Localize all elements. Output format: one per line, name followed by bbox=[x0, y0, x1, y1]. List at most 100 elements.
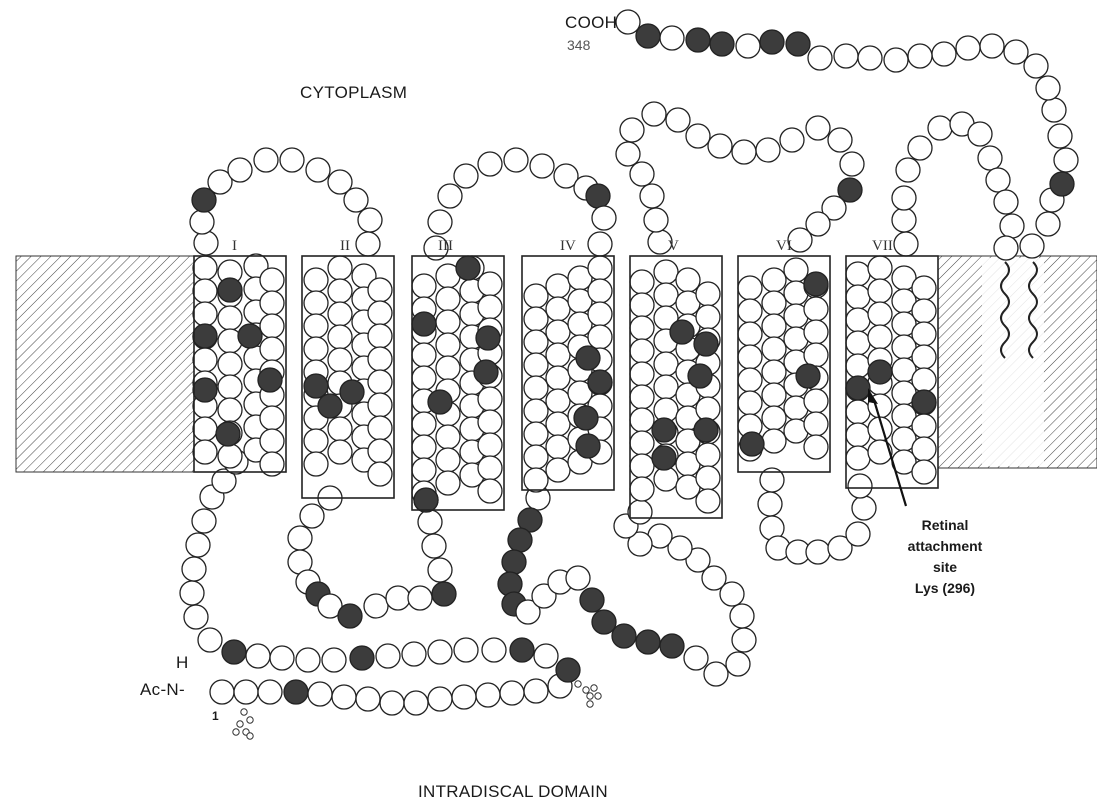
helix-3-marked-residue-0 bbox=[456, 256, 480, 280]
helix-4-residue-3-2 bbox=[588, 302, 612, 326]
helix-3-residue-1-2 bbox=[436, 310, 460, 334]
helix-label-4: IV bbox=[560, 238, 576, 254]
residue-loop9-23 bbox=[980, 34, 1004, 58]
helix-5-residue-0-7 bbox=[630, 431, 654, 455]
residue-loop6-19 bbox=[730, 604, 754, 628]
residue-loop9-24 bbox=[956, 36, 980, 60]
residue-loop3-1 bbox=[190, 210, 214, 234]
helix-5-residue-0-5 bbox=[630, 385, 654, 409]
helix-3-residue-0-0 bbox=[412, 274, 436, 298]
residue-loop3-4 bbox=[228, 158, 252, 182]
helix-7-residue-1-1 bbox=[868, 279, 892, 303]
helix-4-residue-0-7 bbox=[524, 445, 548, 469]
helix-5-residue-3-8 bbox=[696, 466, 720, 490]
residue-loop9-11 bbox=[1000, 214, 1024, 238]
residue-loop9-37 bbox=[636, 24, 660, 48]
helix-4-residue-1-4 bbox=[546, 366, 570, 390]
helix-3-residue-3-8 bbox=[478, 456, 502, 480]
helix-2-residue-1-1 bbox=[328, 279, 352, 303]
helix-7-residue-1-3 bbox=[868, 325, 892, 349]
residue-loop7-6 bbox=[642, 102, 666, 126]
helix-1-residue-1-6 bbox=[218, 398, 242, 422]
helix-7-residue-1-0 bbox=[868, 256, 892, 280]
helix-6-residue-1-2 bbox=[762, 314, 786, 338]
residue-loop5-9 bbox=[586, 184, 610, 208]
helix-2-residue-0-1 bbox=[304, 291, 328, 315]
residue-loop9-7 bbox=[968, 122, 992, 146]
helix-4-residue-0-1 bbox=[524, 307, 548, 331]
helix-1-residue-0-4 bbox=[193, 348, 217, 372]
helix-6-residue-1-4 bbox=[762, 360, 786, 384]
helix-5-marked-residue-1 bbox=[694, 332, 718, 356]
residue-loop3-9 bbox=[344, 188, 368, 212]
helix-7-residue-1-2 bbox=[868, 302, 892, 326]
residue-loop1-1 bbox=[222, 640, 246, 664]
residue-loop6-18 bbox=[732, 628, 756, 652]
helix-6-residue-1-5 bbox=[762, 383, 786, 407]
helix-5-marked-residue-5 bbox=[652, 446, 676, 470]
n-terminus-h: H bbox=[176, 653, 189, 672]
glycan-0-2 bbox=[237, 721, 243, 727]
helix-7-residue-3-1 bbox=[912, 299, 936, 323]
residue-loop9-38 bbox=[616, 10, 640, 34]
residue-loop4-11 bbox=[432, 582, 456, 606]
residue-loop2-3 bbox=[186, 533, 210, 557]
helix-2-residue-0-3 bbox=[304, 337, 328, 361]
helix-2-residue-1-3 bbox=[328, 325, 352, 349]
helix-1-residue-3-0 bbox=[260, 268, 284, 292]
residue-loop6-10 bbox=[580, 588, 604, 612]
residue-loop6-16 bbox=[704, 662, 728, 686]
helix-1-marked-residue-3 bbox=[193, 378, 217, 402]
residue-loop0-8 bbox=[404, 691, 428, 715]
residue-loop5-4 bbox=[478, 152, 502, 176]
residue-loop5-1 bbox=[428, 210, 452, 234]
helix-1-marked-residue-4 bbox=[258, 368, 282, 392]
residue-loop6-2 bbox=[508, 528, 532, 552]
helix-3-marked-residue-2 bbox=[476, 326, 500, 350]
helix-3-residue-3-6 bbox=[478, 410, 502, 434]
helix-1-residue-1-2 bbox=[218, 306, 242, 330]
helix-1-residue-0-2 bbox=[193, 302, 217, 326]
residue-loop4-7 bbox=[338, 604, 362, 628]
cooh-label: COOH bbox=[565, 13, 617, 32]
helix-5-residue-2-0 bbox=[676, 268, 700, 292]
residue-loop7-15 bbox=[840, 152, 864, 176]
helix-1-residue-1-5 bbox=[218, 375, 242, 399]
helix-label-5: V bbox=[668, 238, 679, 254]
residue-loop1-12 bbox=[510, 638, 534, 662]
helix-5-residue-0-6 bbox=[630, 408, 654, 432]
residue-loop3-10 bbox=[358, 208, 382, 232]
helix-label-1: I bbox=[232, 238, 237, 254]
residue-loop5-10 bbox=[592, 206, 616, 230]
helix-2-residue-3-8 bbox=[368, 462, 392, 486]
helix-4-residue-0-6 bbox=[524, 422, 548, 446]
glycan-1-2 bbox=[591, 685, 597, 691]
helix-3-residue-1-1 bbox=[436, 287, 460, 311]
helix-6-residue-3-5 bbox=[804, 389, 828, 413]
helix-3-marked-residue-5 bbox=[414, 488, 438, 512]
helix-1-residue-1-8 bbox=[218, 444, 242, 468]
helix-3-residue-1-4 bbox=[436, 356, 460, 380]
glycan-1-1 bbox=[583, 687, 589, 693]
helix-1-residue-3-1 bbox=[260, 291, 284, 315]
helix-3-marked-residue-4 bbox=[428, 390, 452, 414]
helix-5-marked-residue-0 bbox=[670, 320, 694, 344]
residue-loop6-15 bbox=[684, 646, 708, 670]
helix-6-marked-residue-1 bbox=[796, 364, 820, 388]
residue-loop7-8 bbox=[686, 124, 710, 148]
residue-loop1-9 bbox=[428, 640, 452, 664]
residue-loop6-3 bbox=[502, 550, 526, 574]
helix-6-residue-3-1 bbox=[804, 297, 828, 321]
helix-label-7: VII bbox=[872, 238, 893, 254]
retinal-line-1: Retinal bbox=[922, 517, 969, 533]
residue-loop7-1 bbox=[644, 208, 668, 232]
helix-7-residue-0-1 bbox=[846, 285, 870, 309]
helix-2-residue-3-2 bbox=[368, 324, 392, 348]
helix-6-residue-1-6 bbox=[762, 406, 786, 430]
residue-loop0-10 bbox=[452, 685, 476, 709]
residue-loop9-8 bbox=[978, 146, 1002, 170]
residue-loop7-4 bbox=[616, 142, 640, 166]
helix-4-residue-1-1 bbox=[546, 297, 570, 321]
helix-3-residue-0-4 bbox=[412, 366, 436, 390]
residue-loop9-12 bbox=[994, 236, 1018, 260]
